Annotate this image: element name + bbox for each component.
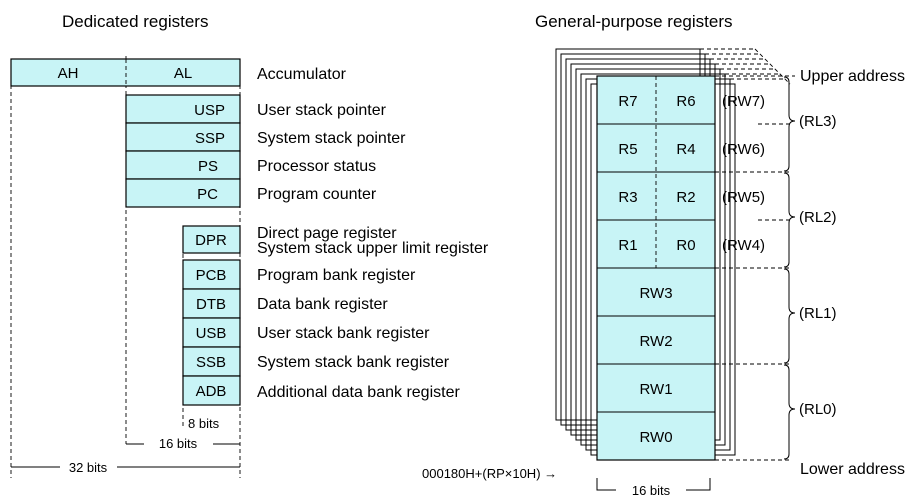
ps-label: Processor status [257,158,376,175]
ps-name: PS [198,158,218,175]
dpr-label: Direct page register [257,225,397,242]
adb-label: Additional data bank register [257,384,460,401]
general-registers-title: General-purpose registers [535,12,732,31]
usp-label: User stack pointer [257,102,387,119]
usb-label: User stack bank register [257,325,430,342]
register-pcb: PCB Program bank register [182,259,416,290]
dpr-name: DPR [195,232,227,249]
dtb-name: DTB [196,296,226,313]
upper-address-label: Upper address [800,68,905,85]
rl-braces [783,76,796,460]
usp-name: USP [194,102,225,119]
rw4-label: (RW4) [722,237,765,254]
r3-label: R3 [618,189,637,206]
register-dtb: DTB Data bank register [182,288,388,319]
register-ssb: SSB System stack bank register [182,346,450,377]
lower-address-label: Lower address [800,461,905,478]
pc-label: Program counter [257,186,377,203]
pc-name: PC [197,186,218,203]
width-line-right [686,478,711,491]
rl3-label: (RL3) [799,113,837,130]
ssp-label: System stack pointer [257,130,406,147]
adb-name: ADB [196,383,227,400]
rl2-label: (RL2) [799,209,837,226]
rw0-label: RW0 [639,429,672,446]
rw1-label: RW1 [639,381,672,398]
r1-label: R1 [618,237,637,254]
ssb-name: SSB [196,354,226,371]
ah-label: AH [58,65,79,82]
pcb-label: Program bank register [257,267,416,284]
dtb-label: Data bank register [257,296,388,313]
base-address-label: 000180H+(RP×10H) → [422,466,557,481]
r2-label: R2 [676,189,695,206]
register-bank-front [596,75,716,461]
rw7-label: (RW7) [722,93,765,110]
rw5-label: (RW5) [722,189,765,206]
rw2-label: RW2 [639,333,672,350]
r5-label: R5 [618,141,637,158]
rl0-label: (RL0) [799,401,837,418]
accumulator-register [10,58,241,87]
r4-label: R4 [676,141,695,158]
r0-label: R0 [676,237,695,254]
general-width-16-bits: 16 bits [632,483,671,498]
dpr-label-2: System stack upper limit register [257,240,489,257]
ssb-label: System stack bank register [257,354,450,371]
rw3-label: RW3 [639,285,672,302]
register-dpr: DPR Direct page register System stack up… [182,225,489,257]
width-8-bits: 8 bits [188,416,220,431]
rl1-label: (RL1) [799,305,837,322]
pcb-name: PCB [196,267,227,284]
register-usp: USP User stack pointer [125,94,387,124]
width-16-bits: 16 bits [159,436,198,451]
register-ps: PS Processor status [125,150,376,180]
rw6-label: (RW6) [722,141,765,158]
register-adb: ADB Additional data bank register [182,375,460,406]
register-pc: PC Program counter [125,178,377,208]
group-boundaries [715,75,795,461]
r7-label: R7 [618,93,637,110]
usb-name: USB [196,325,227,342]
width-32-bits: 32 bits [69,460,108,475]
register-bank-stack-hidden [700,48,791,85]
r6-label: R6 [676,93,695,110]
dedicated-registers-title: Dedicated registers [62,12,208,31]
register-ssp: SSP System stack pointer [125,122,406,152]
register-usb: USB User stack bank register [182,317,430,348]
al-label: AL [174,65,192,82]
ssp-name: SSP [195,130,225,147]
accumulator-label: Accumulator [257,66,347,83]
width-line-left [596,478,616,491]
